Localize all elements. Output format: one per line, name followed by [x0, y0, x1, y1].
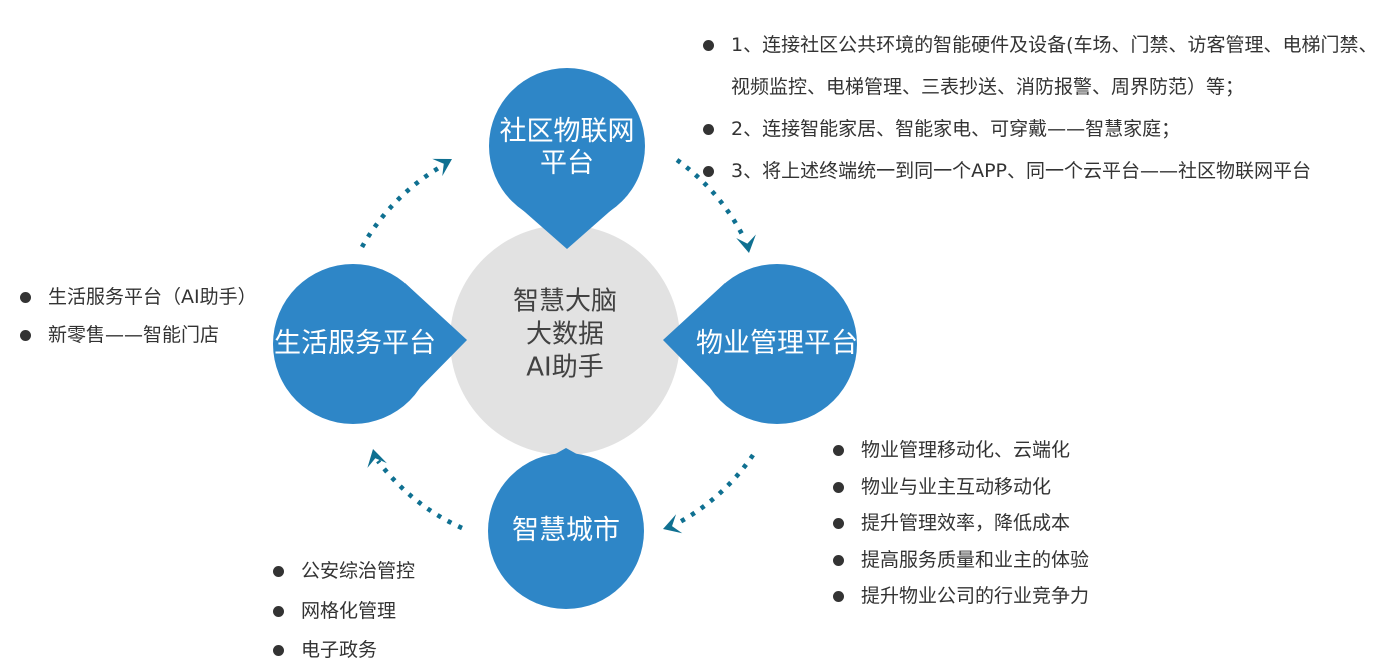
- list-item-text: 物业管理移动化、云端化: [861, 439, 1071, 461]
- node-top-shape: [489, 68, 645, 249]
- bullet-icon: [833, 554, 844, 566]
- flow-arrow-bottom-to-left: [367, 449, 463, 531]
- center-hub-line: 智慧大脑: [512, 286, 618, 317]
- center-hub-line: 大数据: [525, 319, 605, 350]
- list-item: 生活服务平台（AI助手）: [20, 278, 330, 316]
- bullet-icon: [833, 481, 844, 493]
- list-item-text: 公安综治管控: [301, 560, 416, 582]
- bullet-icon: [833, 445, 844, 456]
- bullet-icon: [833, 591, 844, 602]
- list-item-text: 1、连接社区公共环境的智能硬件及设备(车场、门禁、访客管理、电梯门禁、视频监控、…: [731, 34, 1378, 98]
- life-service-list: 生活服务平台（AI助手） 新零售——智能门店: [20, 278, 330, 354]
- node-label-life-platform: 生活服务平台: [274, 328, 436, 359]
- list-item: 提高服务质量和业主的体验: [833, 542, 1163, 579]
- bullet-icon: [703, 40, 714, 51]
- node-label-property-platform: 物业管理平台: [696, 328, 858, 359]
- center-hub-label: 智慧大脑 大数据 AI助手: [513, 286, 617, 385]
- bullet-icon: [273, 605, 284, 617]
- bullet-icon: [20, 292, 31, 303]
- node-left-shape: [273, 264, 467, 424]
- flow-arrow-right-to-bottom: [663, 453, 755, 534]
- list-item: 1、连接社区公共环境的智能硬件及设备(车场、门禁、访客管理、电梯门禁、视频监控、…: [703, 24, 1378, 108]
- bullet-icon: [703, 124, 714, 135]
- node-bottom-shape: [488, 448, 644, 609]
- list-item: 提升管理效率，降低成本: [833, 505, 1163, 542]
- list-item: 新零售——智能门店: [20, 316, 330, 354]
- list-item-text: 提高服务质量和业主的体验: [861, 548, 1090, 571]
- list-item: 物业管理移动化、云端化: [833, 432, 1163, 469]
- list-item: 3、将上述终端统一到同一个APP、同一个云平台——社区物联网平台: [703, 150, 1378, 192]
- list-item-text: 3、将上述终端统一到同一个APP、同一个云平台——社区物联网平台: [731, 160, 1312, 182]
- center-hub-circle: [450, 225, 680, 455]
- bullet-icon: [833, 518, 844, 529]
- bullet-icon: [703, 166, 714, 177]
- flow-arrow-top-to-right: [675, 158, 756, 253]
- list-item-text: 提升物业公司的行业竞争力: [861, 585, 1090, 607]
- list-item: 物业与业主互动移动化: [833, 469, 1163, 506]
- list-item-text: 网格化管理: [301, 599, 397, 622]
- list-item: 电子政务: [273, 631, 573, 666]
- list-item: 公安综治管控: [273, 552, 573, 592]
- flow-arrow-left-to-top: [359, 158, 452, 249]
- list-item-text: 电子政务: [301, 639, 378, 661]
- bullet-icon: [273, 645, 284, 656]
- list-item: 2、连接智能家居、智能家电、可穿戴——智慧家庭；: [703, 108, 1378, 150]
- node-right-shape: [663, 264, 857, 424]
- bullet-icon: [20, 330, 31, 341]
- list-item-text: 2、连接智能家居、智能家电、可穿戴——智慧家庭；: [731, 118, 1181, 140]
- node-label-iot-platform: 社区物联网 平台: [499, 116, 635, 179]
- list-item: 网格化管理: [273, 592, 573, 632]
- list-item-text: 物业与业主互动移动化: [861, 475, 1052, 498]
- smart-city-list: 公安综治管控 网格化管理 电子政务: [273, 552, 573, 666]
- list-item-text: 生活服务平台（AI助手）: [48, 286, 257, 308]
- property-management-list: 物业管理移动化、云端化 物业与业主互动移动化 提升管理效率，降低成本 提高服务质…: [833, 432, 1163, 615]
- list-item: 提升物业公司的行业竞争力: [833, 578, 1163, 615]
- node-label-smart-city: 智慧城市: [512, 515, 620, 546]
- list-item-text: 提升管理效率，降低成本: [861, 512, 1071, 534]
- list-item-text: 新零售——智能门店: [48, 324, 220, 346]
- iot-platform-list: 1、连接社区公共环境的智能硬件及设备(车场、门禁、访客管理、电梯门禁、视频监控、…: [703, 24, 1378, 192]
- bullet-icon: [273, 566, 284, 577]
- center-hub-line: AI助手: [526, 352, 604, 383]
